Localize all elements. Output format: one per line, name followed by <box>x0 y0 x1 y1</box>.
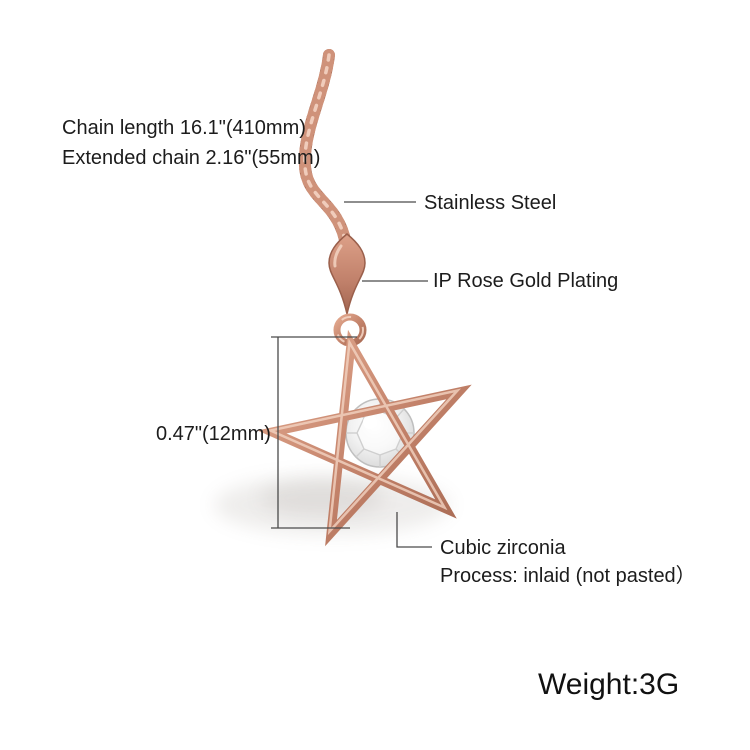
pendant-size-label: 0.47"(12mm) <box>156 423 271 445</box>
star-pendant <box>257 329 472 547</box>
stone-label: Cubic zirconia <box>440 537 566 559</box>
process-label: Process: inlaid (not pasted） <box>440 565 696 587</box>
material-label: Stainless Steel <box>424 192 557 214</box>
weight-label: Weight:3G <box>538 668 680 701</box>
chain-info-block: Chain length 16.1"(410mm) Extended chain… <box>62 113 320 173</box>
callout-lines <box>271 201 432 548</box>
plating-label: IP Rose Gold Plating <box>433 270 619 292</box>
pendant-bail <box>328 233 366 315</box>
extended-chain-label: Extended chain 2.16"(55mm) <box>62 147 321 169</box>
necklace-chain <box>298 49 351 246</box>
chain-length-label: Chain length 16.1"(410mm) <box>62 117 306 139</box>
pendant-ring-highlight <box>336 316 364 344</box>
stone-callout-line <box>396 512 432 548</box>
